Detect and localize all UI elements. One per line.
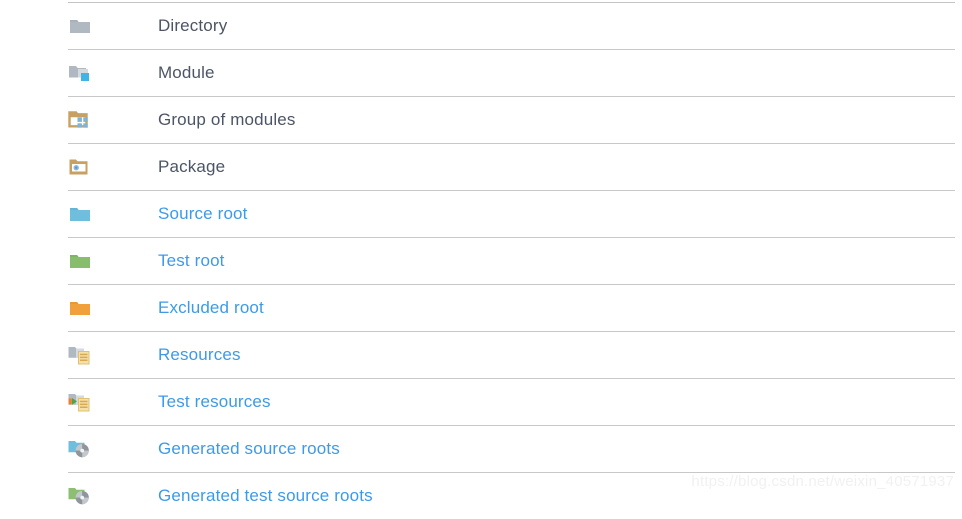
- table-row: Resources: [68, 332, 955, 379]
- table-row: Test resources: [68, 379, 955, 426]
- legend-label: Group of modules: [158, 97, 955, 144]
- folder-test-resources-icon: [68, 390, 92, 414]
- table-row: Directory: [68, 3, 955, 50]
- icon-cell: [68, 332, 158, 379]
- folder-generated-test-source-icon: [68, 484, 92, 508]
- table-row: Package: [68, 144, 955, 191]
- legend-label: Directory: [158, 3, 955, 50]
- folder-test-root-icon: [68, 249, 92, 273]
- legend-label-link[interactable]: Test resources: [158, 379, 955, 426]
- folder-excluded-root-icon: [68, 296, 92, 320]
- icon-cell: [68, 50, 158, 97]
- folder-package-icon: [68, 155, 92, 179]
- legend-label: Module: [158, 50, 955, 97]
- folder-resources-icon: [68, 343, 92, 367]
- table-row: Group of modules: [68, 97, 955, 144]
- icon-cell: [68, 3, 158, 50]
- table-row: Test root: [68, 238, 955, 285]
- folder-group-of-modules-icon: [68, 108, 92, 132]
- folder-module-icon: [68, 61, 92, 85]
- legend-label-link[interactable]: Test root: [158, 238, 955, 285]
- icon-cell: [68, 97, 158, 144]
- icon-cell: [68, 285, 158, 332]
- legend-label: Package: [158, 144, 955, 191]
- folder-source-root-icon: [68, 202, 92, 226]
- legend-label-link[interactable]: Generated source roots: [158, 426, 955, 473]
- table-row: Source root: [68, 191, 955, 238]
- icon-cell: [68, 191, 158, 238]
- icon-cell: [68, 473, 158, 519]
- legend-label-link[interactable]: Source root: [158, 191, 955, 238]
- table-row: Generated source roots: [68, 426, 955, 473]
- folder-generated-source-roots-icon: [68, 437, 92, 461]
- legend-label-link[interactable]: Resources: [158, 332, 955, 379]
- table-row: Module: [68, 50, 955, 97]
- watermark-text: https://blog.csdn.net/weixin_40571937: [691, 473, 954, 490]
- icon-cell: [68, 426, 158, 473]
- folder-directory-icon: [68, 14, 92, 38]
- icon-cell: [68, 238, 158, 285]
- icon-cell: [68, 379, 158, 426]
- icon-cell: [68, 144, 158, 191]
- legend-label-link[interactable]: Excluded root: [158, 285, 955, 332]
- table-row: Excluded root: [68, 285, 955, 332]
